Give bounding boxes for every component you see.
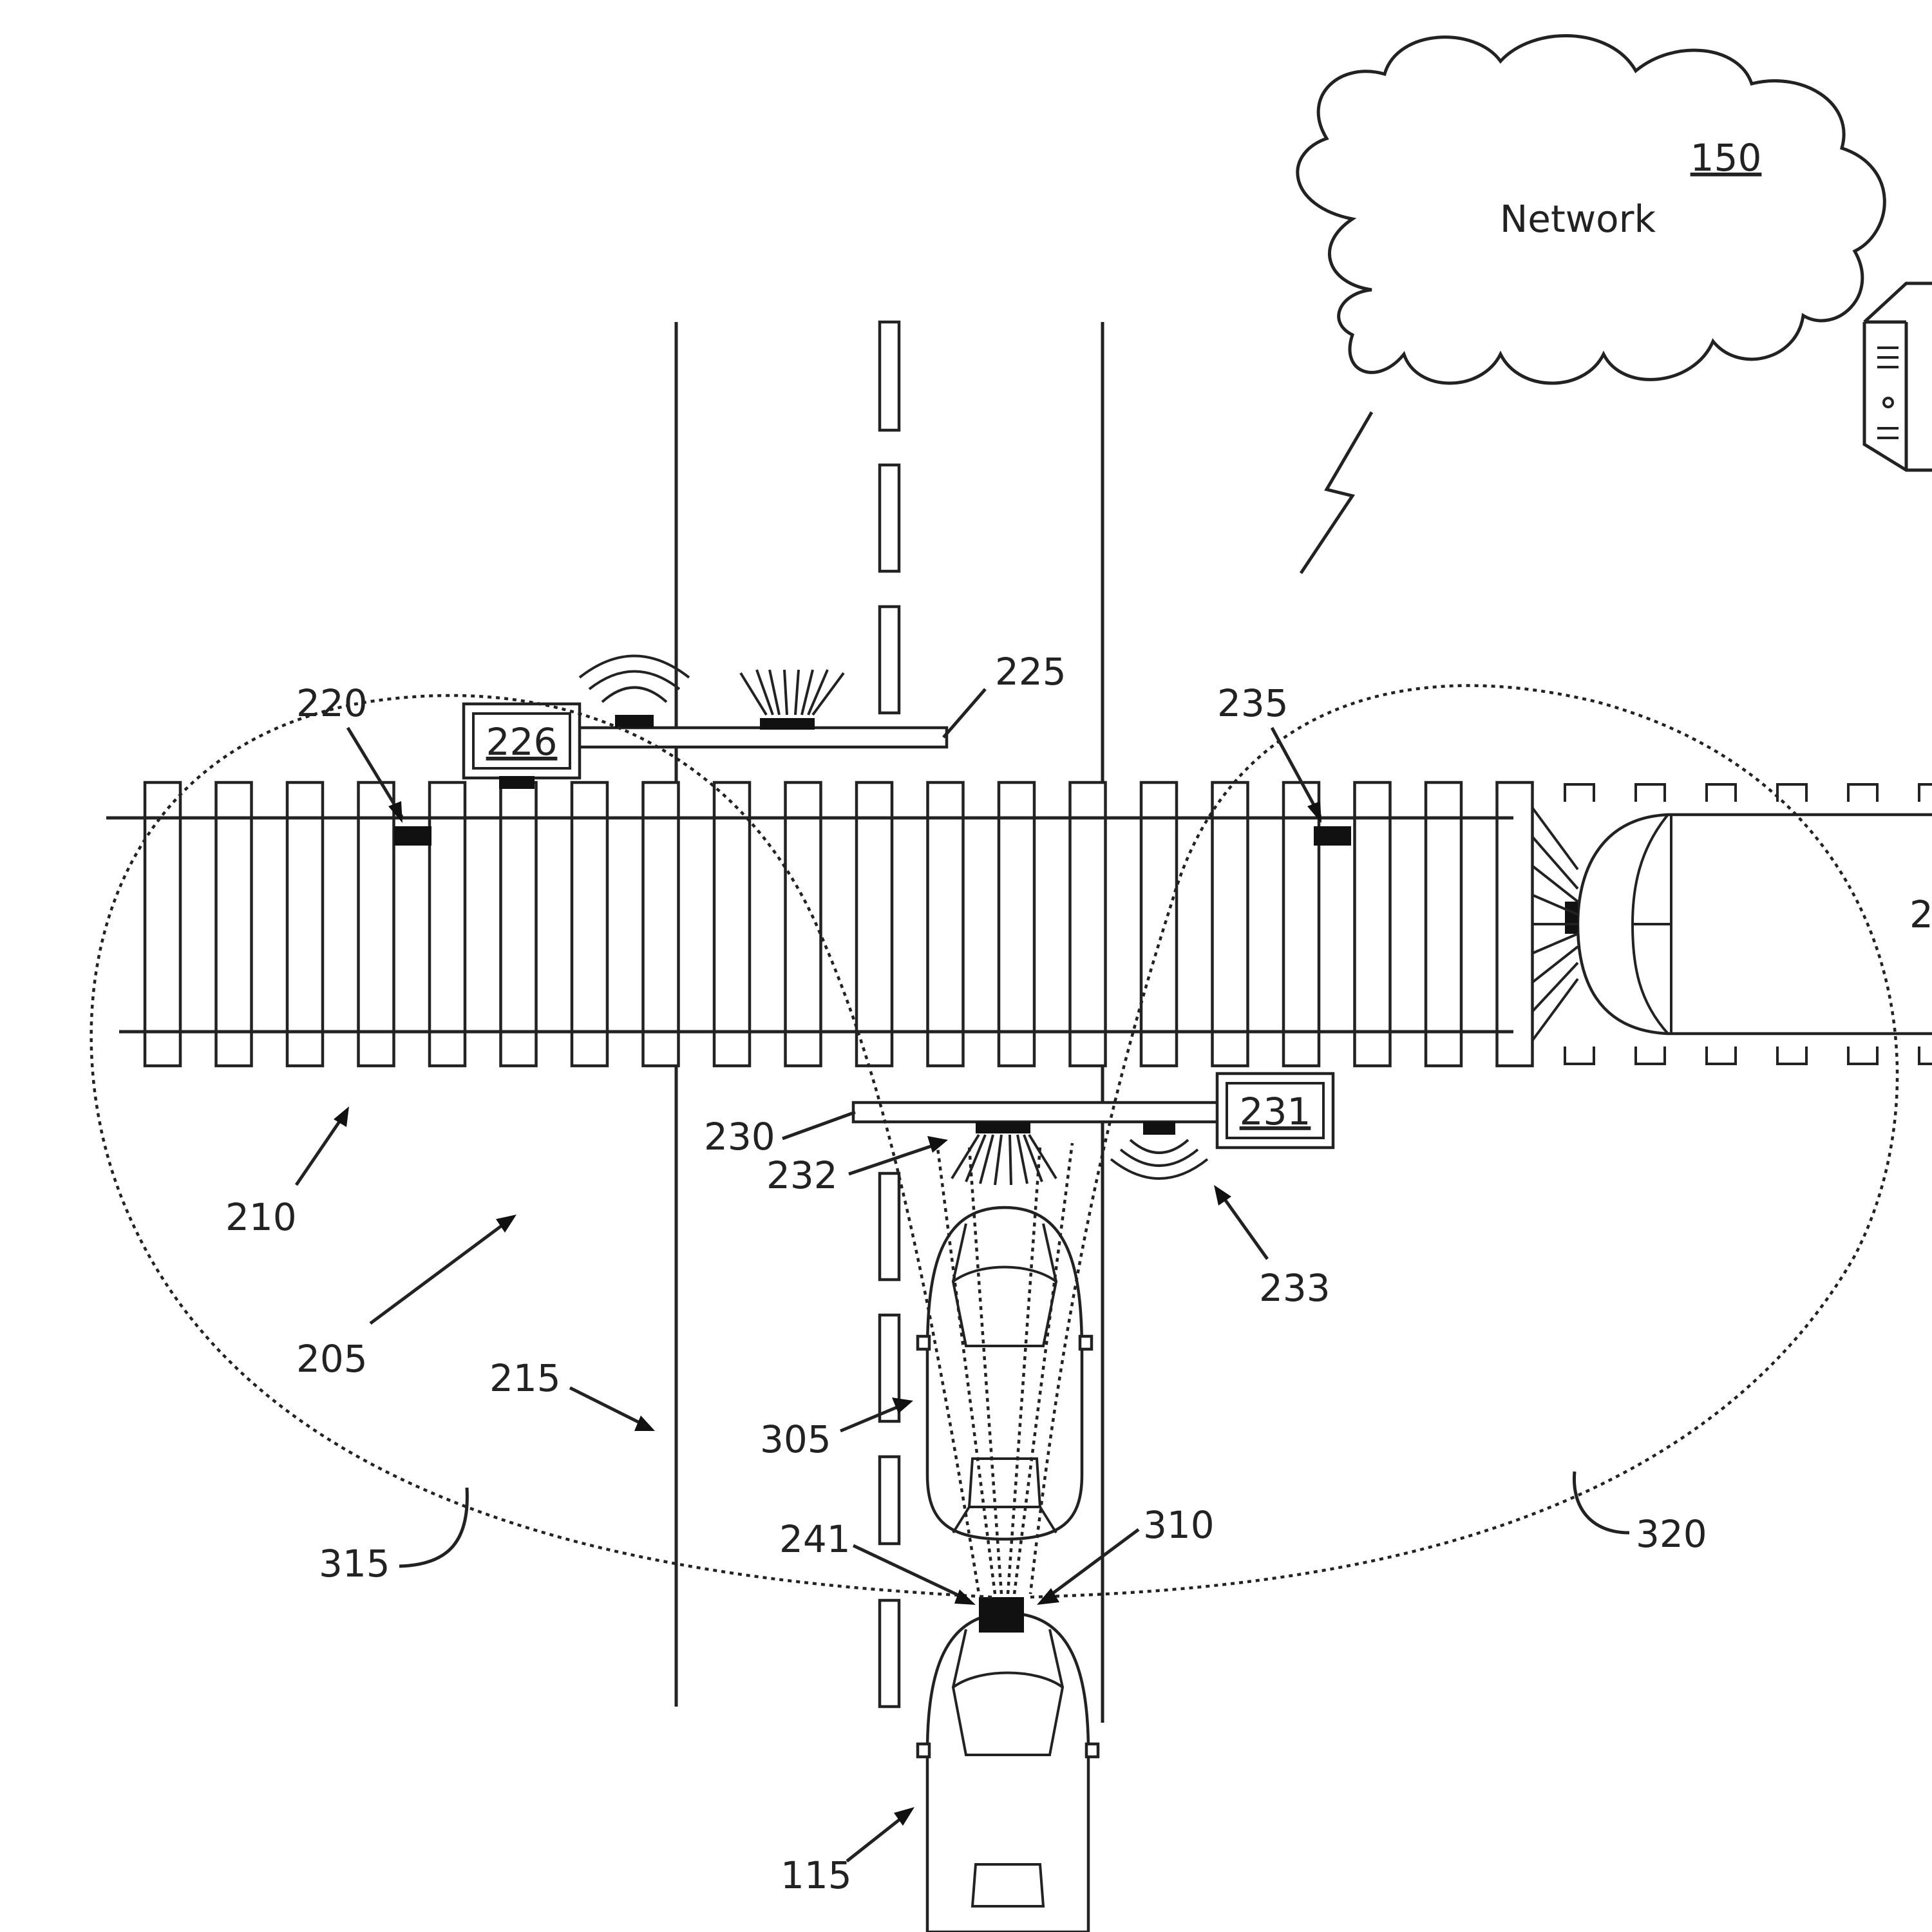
rail-tie-stub [1634,783,1666,802]
rail-tie [1495,781,1534,1068]
network-cloud: Network 150 [1296,33,1886,385]
label-115: 115 [781,1853,852,1897]
rail-tie [1139,781,1179,1068]
label-205: 205 [296,1337,368,1381]
vehicle-115 [916,1597,1100,1932]
wireless-link-icon [1299,411,1374,574]
label-315: 315 [319,1542,390,1586]
rail-tie-stub [1634,1046,1666,1065]
rail-tie [570,781,609,1068]
rail-tie [712,781,752,1068]
label-310: 310 [1143,1503,1215,1547]
label-235: 235 [1217,681,1289,725]
label-233: 233 [1259,1266,1331,1310]
server-icon [1862,281,1932,472]
rail-tie [1068,781,1107,1068]
label-220: 220 [296,681,368,725]
label-215: 215 [489,1356,561,1400]
label-241: 241 [779,1517,851,1561]
label-230: 230 [704,1115,775,1159]
label-232: 232 [766,1153,838,1197]
rail-tie-stub [1847,1046,1879,1065]
label-231: 231 [1240,1090,1311,1133]
camera-view-cone [935,1142,1074,1595]
rail-tie-stub [1564,1046,1595,1065]
label-305: 305 [760,1417,831,1461]
reference-labels: 220 225 235 230 232 233 210 205 215 305 … [225,650,1707,1897]
crossing-gate-225 [565,654,987,749]
rail-tie-stub [1776,783,1808,802]
rail-tie [641,781,680,1068]
rail-tie-stub [1776,1046,1808,1065]
rail-tie-stub [1847,783,1879,802]
rail-tie-stub [1705,1046,1737,1065]
train-ref-label: 2 [1909,893,1932,936]
vehicle-305 [916,1206,1094,1541]
label-225: 225 [995,650,1066,694]
rail-tie [143,781,182,1068]
rail-tie [997,781,1036,1068]
track-sensor-220 [394,826,431,846]
track-sensor-235 [1314,826,1351,846]
track-under-train [1564,783,1932,1065]
rail-tie [926,781,965,1068]
crossing-gate-230 [851,1101,1229,1186]
network-ref-label: 150 [1690,136,1762,180]
train-headlight-beam [1531,807,1579,1041]
controller-box-231: 231 [1215,1072,1335,1150]
rail-tie [1424,781,1463,1068]
controller-box-226: 226 [462,702,582,789]
label-320: 320 [1636,1512,1707,1556]
rail-tie [1353,781,1392,1068]
label-226: 226 [486,720,558,764]
sensor-zone-315 [90,694,992,1599]
train: 2 [1565,813,1932,1036]
rail-tie-stub [1918,1046,1932,1065]
rail-tie [1282,781,1321,1068]
rail-tie [214,781,253,1068]
rail-tie-stub [1705,783,1737,802]
rail-tie [499,781,538,1068]
rail-tie [357,781,395,1068]
rail-tie [1211,781,1249,1068]
network-label: Network [1500,197,1656,241]
rail-tie-stub [1564,783,1595,802]
rail-tie-stub [1918,783,1932,802]
railroad-track [106,781,1534,1068]
rail-tie [285,781,325,1068]
rail-tie [855,781,894,1068]
sensor-zone-320 [1028,684,1899,1599]
label-210: 210 [225,1195,297,1239]
rail-tie [428,781,467,1068]
